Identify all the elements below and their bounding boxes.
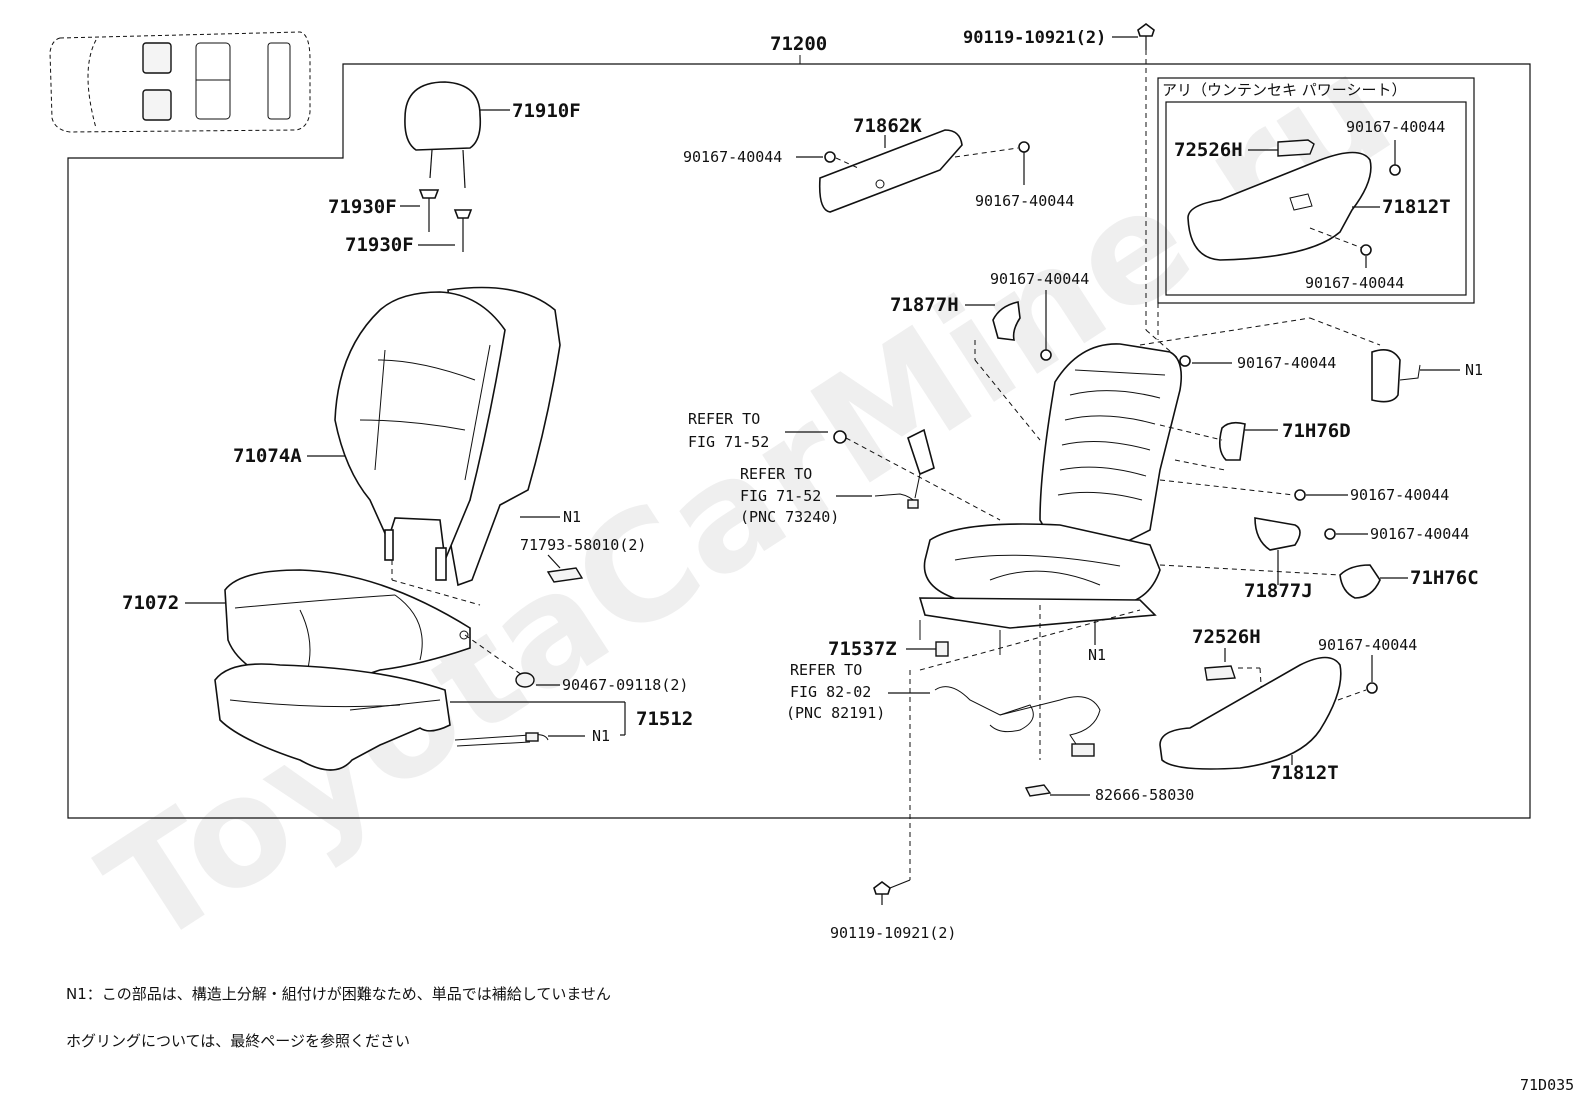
bracket-cover — [1218, 421, 1246, 461]
clip-icon — [515, 672, 535, 688]
part-label-71910F: 71910F — [512, 100, 581, 122]
seatback-cover — [334, 286, 561, 587]
headrest — [404, 81, 482, 189]
n1-label-frame: N1 — [1088, 646, 1106, 664]
part-label-90167-c: 90167-40044 — [1346, 118, 1445, 136]
screw-icon — [1389, 164, 1401, 176]
bracket-cover — [1339, 564, 1381, 599]
screw-icon — [1179, 355, 1191, 367]
screw-icon — [1324, 528, 1336, 540]
note-hog-ring: ホグリングについては、最終ページを参照ください — [66, 1032, 410, 1050]
part-label-72526H-top: 72526H — [1174, 139, 1243, 161]
refer-label-3c: (PNC 82191) — [786, 704, 885, 722]
lever-handle — [907, 428, 935, 499]
part-label-71862K: 71862K — [853, 115, 922, 137]
side-cover — [1159, 656, 1342, 770]
cable-icon — [874, 493, 919, 509]
n1-label-airbag: N1 — [1465, 361, 1483, 379]
part-label-90167-e: 90167-40044 — [990, 270, 1089, 288]
refer-label-1b: FIG 71-52 — [688, 433, 769, 451]
part-label-71930F-a: 71930F — [328, 196, 397, 218]
screw-icon — [1309, 227, 1372, 256]
refer-label-2a: REFER TO — [740, 465, 812, 483]
headrest-guide — [418, 189, 473, 252]
clip-icon — [1024, 784, 1052, 797]
part-label-71930F-b: 71930F — [345, 234, 414, 256]
part-label-90167-i: 90167-40044 — [1318, 636, 1417, 654]
screw-icon — [1040, 349, 1052, 361]
switch-knob — [1277, 139, 1315, 157]
part-label-71072: 71072 — [122, 592, 179, 614]
part-label-90167-a: 90167-40044 — [683, 148, 782, 166]
switch-knob — [1204, 665, 1236, 681]
part-label-72526H-bot: 72526H — [1192, 626, 1261, 648]
screw-icon — [954, 141, 1030, 158]
side-cover-power — [1187, 151, 1372, 261]
option-box-title: アリ（ウンテンセキ パワーシート） — [1162, 81, 1406, 99]
part-label-90119-top: 90119-10921(2) — [963, 28, 1106, 48]
figure-code: 71D035 — [1520, 1076, 1574, 1094]
clip-icon — [546, 567, 584, 583]
screw-icon — [824, 151, 859, 169]
seat-frame — [918, 343, 1183, 655]
assembly-border — [67, 63, 1531, 819]
part-label-90119-bottom: 90119-10921(2) — [830, 924, 956, 942]
n1-label-cushion: N1 — [592, 727, 610, 745]
part-label-71812T-bot: 71812T — [1270, 762, 1339, 784]
part-label-90167-b: 90167-40044 — [975, 192, 1074, 210]
refer-label-3a: REFER TO — [790, 661, 862, 679]
refer-label-2b: FIG 71-52 — [740, 487, 821, 505]
clip-icon — [935, 641, 949, 657]
part-label-90167-d: 90167-40044 — [1305, 274, 1404, 292]
part-label-71812T-top: 71812T — [1382, 196, 1451, 218]
recliner-cover — [992, 301, 1021, 341]
screw-icon — [1294, 489, 1306, 501]
n1-label-seatback: N1 — [563, 508, 581, 526]
part-label-90167-g: 90167-40044 — [1350, 486, 1449, 504]
screw-icon — [833, 430, 1001, 521]
wire-harness — [934, 686, 1101, 757]
refer-label-3b: FIG 82-02 — [790, 683, 871, 701]
refer-label-2c: (PNC 73240) — [740, 508, 839, 526]
part-label-71512: 71512 — [636, 708, 693, 730]
part-label-90467: 90467-09118(2) — [562, 676, 688, 694]
side-shield — [818, 129, 963, 213]
part-label-71793: 71793-58010(2) — [520, 536, 646, 554]
refer-label-1a: REFER TO — [688, 410, 760, 428]
assembly-number: 71200 — [770, 33, 827, 55]
part-label-71H76D: 71H76D — [1282, 420, 1351, 442]
part-label-71877H: 71877H — [890, 294, 959, 316]
part-label-71537Z: 71537Z — [828, 638, 897, 660]
recliner-cover — [1254, 517, 1301, 551]
screw-icon — [1337, 682, 1378, 701]
vehicle-locator-icon — [49, 31, 311, 133]
part-label-82666: 82666-58030 — [1095, 786, 1194, 804]
part-label-71H76C: 71H76C — [1410, 567, 1479, 589]
heater-wire — [454, 732, 549, 747]
part-label-71877J: 71877J — [1244, 580, 1313, 602]
seat-cushion-pad — [214, 663, 451, 771]
part-label-71074A: 71074A — [233, 445, 302, 467]
part-label-90167-f: 90167-40044 — [1237, 354, 1336, 372]
option-box-inner — [1165, 101, 1467, 296]
note-n1: N1：この部品は、構造上分解・組付けが困難なため、単品では補給していません — [66, 985, 611, 1003]
bolt-icon — [873, 881, 891, 905]
part-label-90167-h: 90167-40044 — [1370, 525, 1469, 543]
option-box-outer — [1157, 77, 1475, 304]
side-airbag — [1371, 349, 1421, 403]
